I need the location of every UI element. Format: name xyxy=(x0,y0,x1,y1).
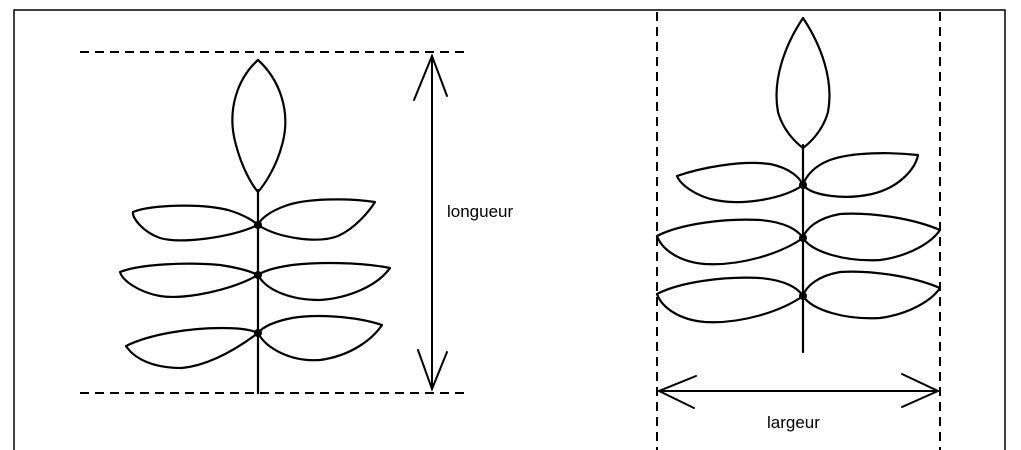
leaflet-node xyxy=(254,271,262,279)
leaflet xyxy=(675,161,805,204)
leaflet-node xyxy=(799,181,807,189)
width-arrowhead-left xyxy=(656,375,697,409)
leaflet xyxy=(256,314,384,362)
right-panel: largeur xyxy=(655,12,942,450)
leaflet xyxy=(801,212,942,262)
leaflet-node xyxy=(799,234,807,242)
length-dimension-arrow xyxy=(413,53,448,392)
left-panel: longueur xyxy=(80,51,514,395)
leaflet xyxy=(801,152,920,198)
leaflet xyxy=(118,262,260,298)
leaflet xyxy=(131,204,260,242)
length-label: longueur xyxy=(447,202,514,221)
leaflet xyxy=(801,270,942,320)
length-arrowhead-top xyxy=(413,53,448,101)
leaflet-node xyxy=(254,329,262,337)
compound-leaf-right xyxy=(655,16,942,354)
leaflet xyxy=(655,276,805,324)
leaflet xyxy=(124,326,260,370)
terminal-leaflet xyxy=(775,16,831,150)
terminal-leaflet xyxy=(231,58,287,194)
width-dimension-arrow xyxy=(656,373,941,409)
figure-frame xyxy=(13,9,1006,450)
width-label: largeur xyxy=(767,413,820,432)
length-arrowhead-bottom xyxy=(417,349,448,392)
width-arrowhead-right xyxy=(901,373,941,408)
leaflet xyxy=(256,261,392,302)
leaflet-node xyxy=(799,292,807,300)
leaflet-node xyxy=(254,221,262,229)
leaflet xyxy=(256,198,377,241)
leaflet xyxy=(655,218,805,266)
compound-leaf-left xyxy=(118,58,392,395)
